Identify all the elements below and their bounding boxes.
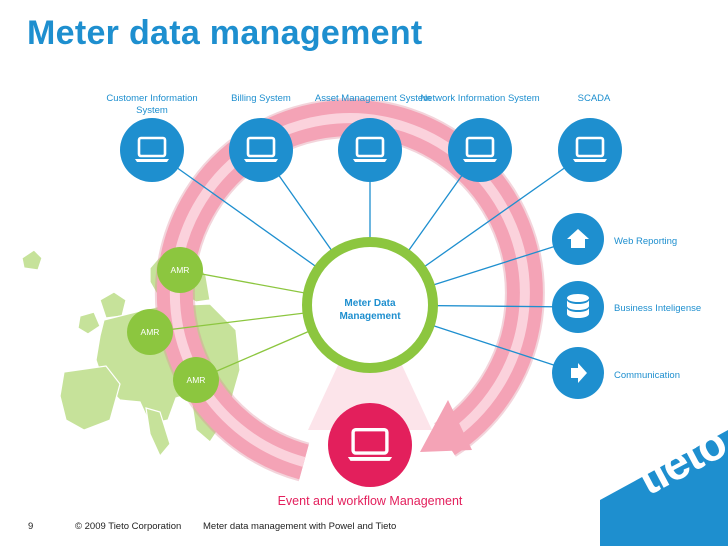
amr-label: AMR <box>140 327 160 337</box>
system-label-scada: SCADA <box>577 93 611 104</box>
amr-label: AMR <box>186 375 206 385</box>
system-label-customer-information: Customer Information System <box>106 93 198 116</box>
center-label-line1: Meter Data <box>344 298 396 309</box>
meter-data-management-label: Meter Data Management <box>320 297 420 323</box>
amr-label: AMR <box>170 265 190 275</box>
amr-node <box>157 247 203 293</box>
system-node-scada <box>558 118 622 182</box>
tieto-logo <box>600 430 728 546</box>
system-node-billing <box>229 118 293 182</box>
page-title: Meter data management <box>27 14 423 52</box>
service-label-communication: Communication <box>614 370 680 381</box>
event-workflow-node <box>328 403 412 487</box>
service-node-communication <box>552 347 604 399</box>
event-workflow-label: Event and workflow Management <box>277 494 463 508</box>
footer-copyright: © 2009 Tieto Corporation <box>75 521 182 532</box>
amr-node <box>173 357 219 403</box>
service-label-web-reporting: Web Reporting <box>614 236 678 247</box>
arrow-icon <box>571 363 587 383</box>
center-label-line2: Management <box>339 311 401 322</box>
house-icon <box>567 229 589 248</box>
database-icon <box>567 294 589 318</box>
system-label-billing: Billing System <box>231 93 291 104</box>
service-node-web-reporting <box>552 213 604 265</box>
service-node-business-intelligence <box>552 281 604 333</box>
meter-data-management-node <box>302 237 438 373</box>
service-label-business-intelligence: Business Inteligense <box>614 303 702 314</box>
system-node-asset-management <box>338 118 402 182</box>
footer-subtitle: Meter data management with Powel and Tie… <box>203 521 397 532</box>
page-number: 9 <box>28 521 34 532</box>
system-label-network-information: Network Information System <box>420 93 540 104</box>
system-label-asset-management: Asset Management System <box>314 93 432 104</box>
system-node-customer-information <box>120 118 184 182</box>
amr-node <box>127 309 173 355</box>
system-node-network-information <box>448 118 512 182</box>
